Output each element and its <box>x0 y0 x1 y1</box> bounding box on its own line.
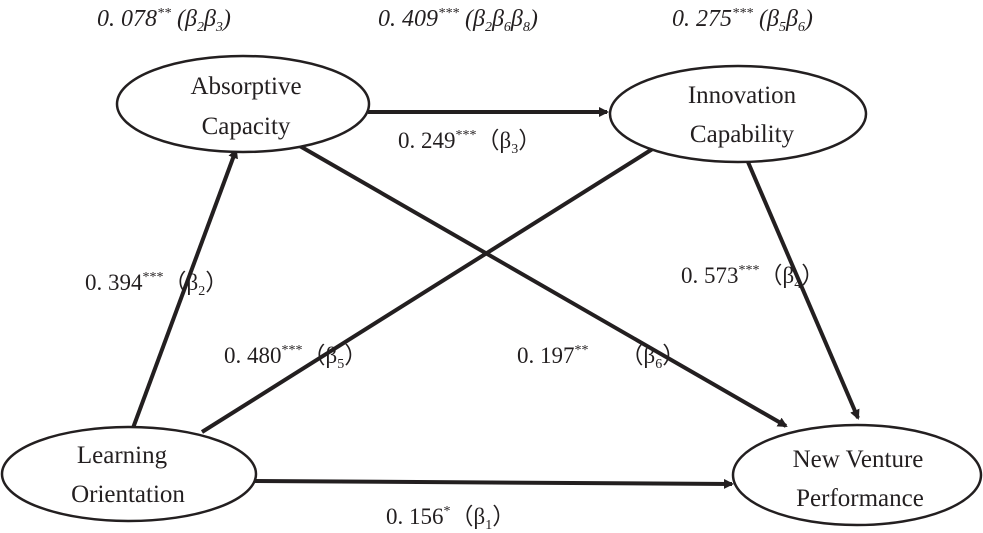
arrow-lo-to-ac <box>131 148 238 429</box>
node-absorptive-capacity: Absorptive Capacity <box>115 54 371 154</box>
arrow-lo-to-ic <box>200 141 664 434</box>
indirect-effect-1: 0. 078** (β2β3) <box>97 6 231 35</box>
coef-ac-nvp: 0. 197**（β6） <box>517 343 685 372</box>
node-label-line1: New Venture <box>793 446 924 473</box>
node-label-line2: Capacity <box>202 113 291 140</box>
arrow-ic-to-nvp <box>746 161 860 420</box>
coef-lo-ic: 0. 480***（β5） <box>224 343 367 372</box>
coef-ac-ic: 0. 249***（β3） <box>398 128 541 157</box>
arrow-lo-to-nvp <box>254 478 734 489</box>
coef-ic-nvp: 0. 573***（β4） <box>681 263 824 292</box>
node-label-line1: Absorptive <box>190 73 301 100</box>
node-innovation-capability: Innovation Capability <box>608 64 868 164</box>
node-new-venture-performance: New Venture Performance <box>731 423 983 527</box>
indirect-effect-2: 0. 409*** (β2β6β8) <box>378 6 538 35</box>
node-label-line2: Orientation <box>71 481 185 508</box>
node-learning-orientation: Learning Orientation <box>0 425 258 523</box>
node-label-line1: Innovation <box>688 82 797 109</box>
node-label-line2: Capability <box>690 121 795 148</box>
coef-lo-nvp: 0. 156*（β1） <box>386 504 515 533</box>
coef-lo-ac: 0. 394***（β2） <box>85 270 228 299</box>
arrow-ac-to-nvp <box>297 143 788 428</box>
indirect-effect-3: 0. 275*** (β5β6) <box>672 6 813 35</box>
node-label-line2: Performance <box>796 485 924 512</box>
node-label-line1: Learning <box>77 442 168 469</box>
